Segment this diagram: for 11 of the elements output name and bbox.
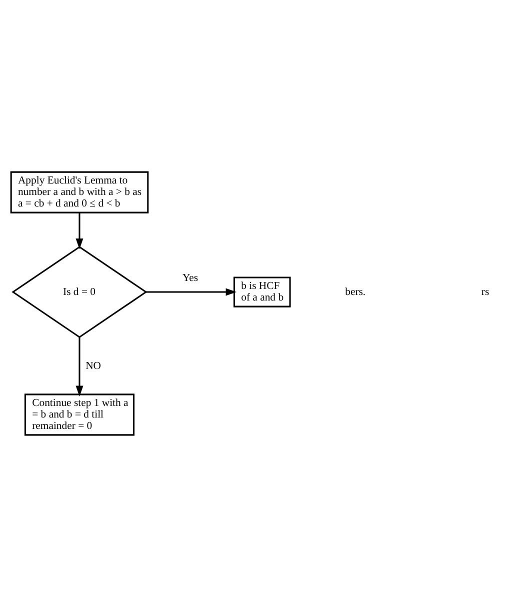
label: rs — [481, 285, 490, 298]
node-box: Apply Euclid's Lemma to number a and b with a > b as a = cb + d and 0 ≤ d < b — [10, 170, 149, 213]
edge-label: NO — [86, 359, 102, 372]
arrow — [76, 336, 84, 396]
label: bers. — [345, 285, 366, 298]
node-diamond: Is d = 0 — [12, 246, 148, 338]
node-box: b is HCF of a and b — [233, 276, 291, 307]
arrow — [146, 288, 237, 296]
edge-label: Yes — [182, 272, 198, 284]
node-box: Continue step 1 with a = b and b = d till remainder = 0 — [24, 393, 134, 436]
arrow — [76, 212, 84, 249]
